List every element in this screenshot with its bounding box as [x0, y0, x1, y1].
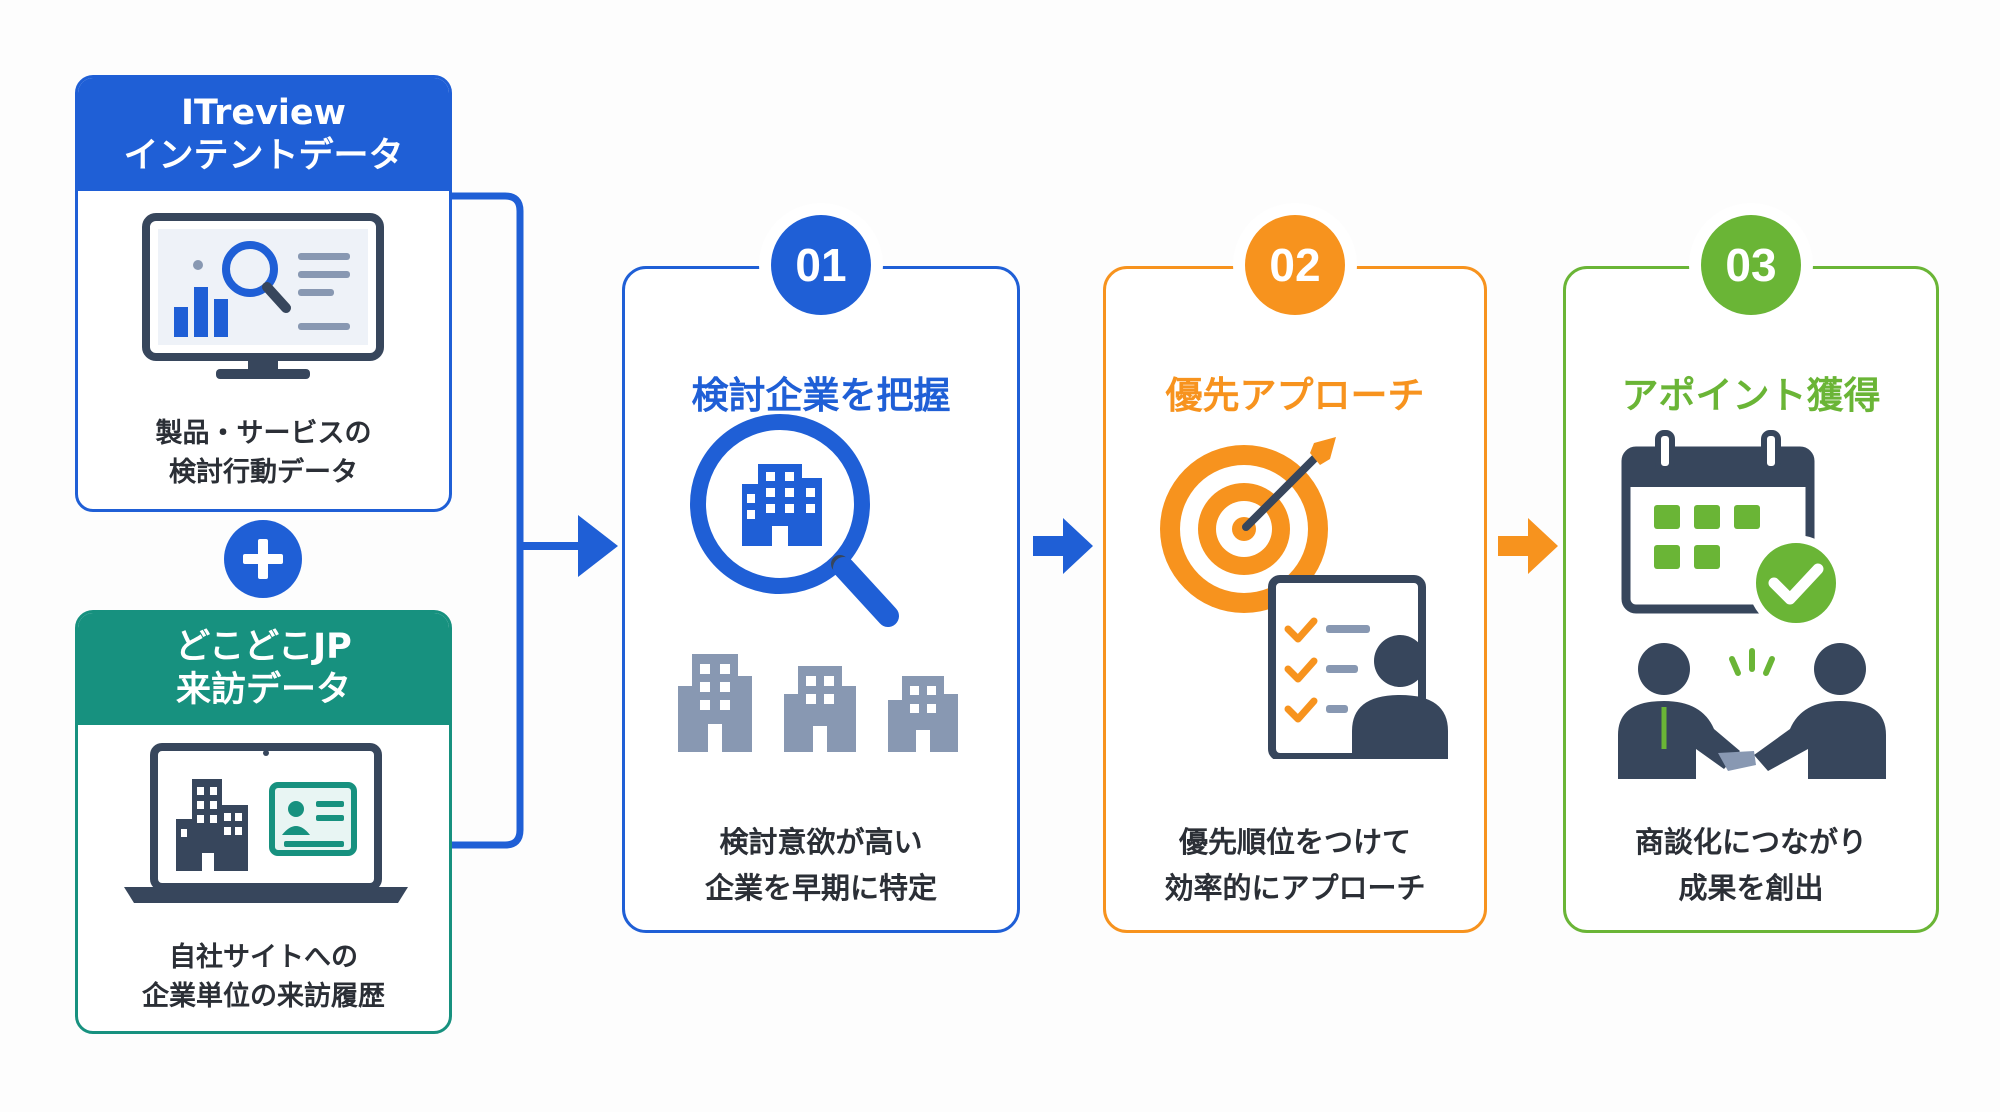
source-caption-dokodoko: 自社サイトへの 企業単位の来訪履歴 — [78, 938, 449, 1016]
calendar-handshake-icon — [1618, 430, 1886, 779]
arrow-step1-to-step2-icon — [1033, 518, 1093, 574]
step-description: 優先順位をつけて 効率的にアプローチ — [1106, 819, 1484, 911]
target-checklist-person-icon — [1160, 437, 1448, 759]
source-card-itreview: ITreview インテントデータ 製品・サービスの 検討行動データ — [75, 75, 452, 512]
source-caption-line: 製品・サービスの — [155, 418, 372, 449]
laptop-company-profile-icon — [124, 743, 408, 903]
source-header-itreview: ITreview インテントデータ — [78, 78, 449, 191]
step-description: 商談化につながり 成果を創出 — [1566, 819, 1936, 911]
step-description: 検討意欲が高い 企業を早期に特定 — [625, 819, 1017, 911]
step-card-02: 02 優先アプローチ 優先順位をつけて 効率的にアプローチ — [1103, 215, 1487, 933]
source-title-line: どこどこJP — [175, 627, 352, 667]
step-title: 優先アプローチ — [1165, 374, 1425, 417]
monitor-analytics-icon — [142, 213, 384, 379]
source-title-line: ITreview — [181, 92, 346, 133]
step-number-badge: 01 — [771, 215, 871, 315]
plus-icon — [224, 520, 302, 598]
arrow-step2-to-step3-icon — [1498, 518, 1558, 574]
step-description-line: 商談化につながり — [1634, 825, 1867, 859]
magnifier-buildings-icon — [678, 414, 958, 752]
source-title-line: 来訪データ — [175, 670, 351, 710]
step-number-badge: 02 — [1245, 215, 1345, 315]
step-description-line: 優先順位をつけて — [1178, 825, 1411, 859]
step-card-03: 03 アポイント獲得 商談化につながり 成果を創出 — [1563, 215, 1939, 933]
step-title: 検討企業を把握 — [691, 374, 951, 417]
source-caption-line: 自社サイトへの — [169, 942, 358, 973]
step-description-line: 効率的にアプローチ — [1164, 871, 1426, 905]
step-description-line: 成果を創出 — [1678, 871, 1824, 905]
source-caption-line: 検討行動データ — [169, 457, 358, 488]
step-card-01: 01 検討企業を把握 — [622, 215, 1020, 933]
source-card-dokodoko: どこどこJP 来訪データ 自社サイトへの 企業単位の来訪履歴 — [75, 610, 452, 1034]
source-title-line: インテントデータ — [123, 135, 404, 176]
source-caption-line: 企業単位の来訪履歴 — [142, 981, 385, 1012]
source-header-dokodoko: どこどこJP 来訪データ — [78, 613, 449, 725]
step-description-line: 検討意欲が高い — [719, 825, 923, 859]
source-caption-itreview: 製品・サービスの 検討行動データ — [78, 414, 449, 492]
step-number-badge: 03 — [1701, 215, 1801, 315]
step-title: アポイント獲得 — [1621, 374, 1881, 417]
step-description-line: 企業を早期に特定 — [704, 871, 937, 905]
